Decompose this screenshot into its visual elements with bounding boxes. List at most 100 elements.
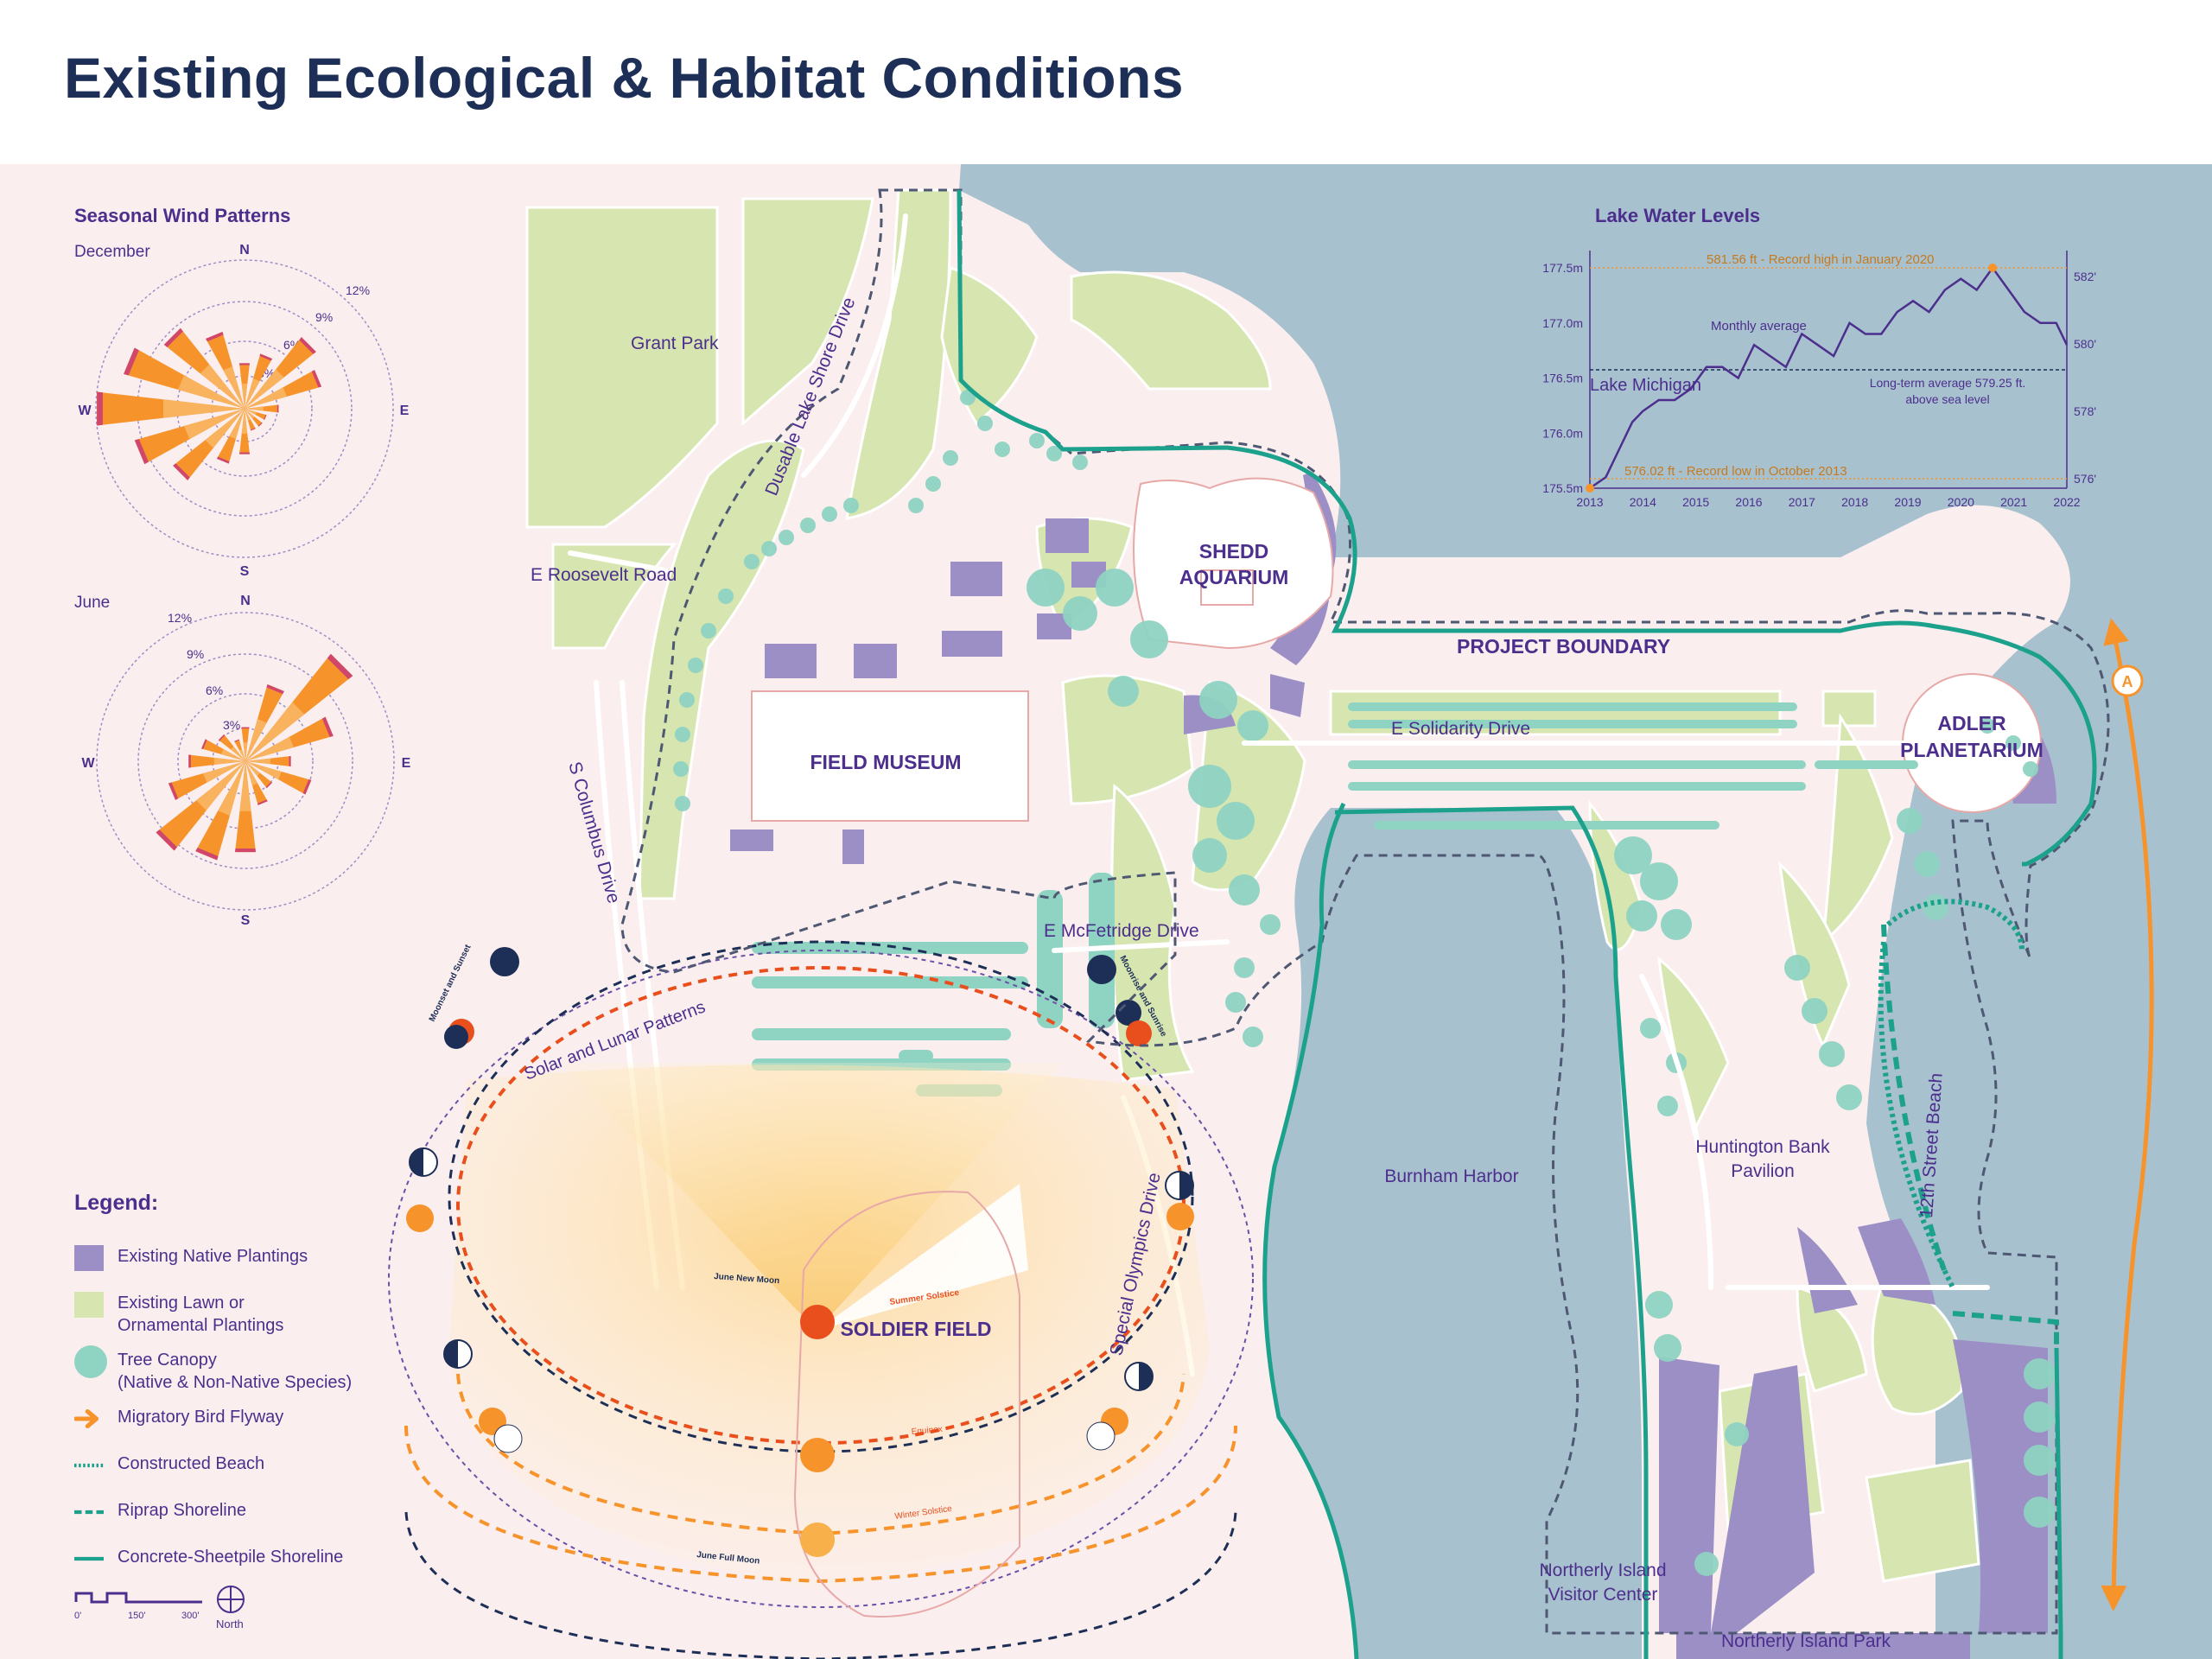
label-project-boundary: PROJECT BOUNDARY — [1457, 635, 1670, 658]
wind-petal-inner — [200, 364, 245, 409]
wind-petal-cap — [235, 848, 256, 853]
wind-petal-cap — [321, 716, 334, 737]
jun-ring-9: 9% — [187, 647, 204, 661]
tree-rows — [752, 702, 1918, 1096]
wind-petal-inner — [245, 406, 264, 411]
soldier-field-bowl — [793, 1191, 1020, 1618]
jun-south: S — [241, 913, 251, 928]
wind-petal-cap — [97, 391, 103, 426]
y-right-tick: 576' — [2074, 472, 2096, 486]
moon-icon — [493, 1424, 523, 1453]
wind-petal-inner — [184, 409, 245, 440]
label-adler-1: ADLER — [1937, 712, 2006, 734]
scale-zero: 0' — [74, 1611, 82, 1621]
bird-flyway — [2101, 618, 2154, 1611]
record-low-marker — [1586, 484, 1594, 493]
scale-mid: 150' — [128, 1611, 146, 1621]
x-year-tick: 2016 — [1735, 495, 1762, 509]
scale-bar-graphic — [74, 1592, 202, 1604]
label-mcfetridge: E McFetridge Drive — [1044, 921, 1199, 941]
solar-lunar-diagram: Solar and Lunar Patterns Moonset and Sun… — [388, 940, 1254, 1659]
wind-petal-inner — [241, 409, 248, 434]
wind-petal-cap — [251, 428, 256, 431]
wind-petal-cap — [195, 847, 219, 861]
wind-petal-inner — [230, 746, 245, 761]
label-huntington-2: Pavilion — [1731, 1161, 1795, 1181]
sun-icon — [800, 1438, 835, 1472]
y-right-tick: 582' — [2074, 270, 2096, 283]
riprap-line-swatch — [74, 1510, 104, 1515]
wind-petal-cap — [264, 415, 267, 420]
wind-petal-cap — [257, 422, 263, 427]
wind-petal-cap — [259, 353, 273, 361]
x-year-tick: 2014 — [1630, 495, 1656, 509]
wind-petal-cap — [276, 404, 279, 413]
dec-ring-12: 12% — [346, 283, 370, 297]
dec-ring-9: 9% — [315, 310, 333, 324]
beach-line-swatch — [74, 1463, 104, 1468]
average-label-1: Long-term average 579.25 ft. — [1870, 376, 2026, 390]
lake-michigan-label: Lake Michigan — [1590, 376, 1701, 395]
wind-petal-inner — [163, 399, 245, 418]
site-map: Solar and Lunar Patterns Moonset and Sun… — [0, 164, 2212, 1659]
legend: Legend: Existing Native Plantings Existi… — [74, 1191, 472, 1587]
lawn-swatch — [74, 1292, 104, 1318]
x-year-tick: 2017 — [1789, 495, 1815, 509]
moon-icon — [1087, 955, 1116, 984]
legend-riprap-label: Riprap Shoreline — [118, 1501, 246, 1520]
wind-petal-inner — [223, 366, 245, 409]
wind-petal-cap — [201, 739, 207, 749]
legend-native-label: Existing Native Plantings — [118, 1247, 308, 1266]
tree-canopy — [673, 390, 2055, 1576]
wind-petal-inner — [245, 761, 258, 785]
wind-petal-cap — [327, 653, 353, 680]
jun-ring-6: 6% — [206, 683, 223, 697]
concrete-shoreline-east — [2054, 1347, 2063, 1659]
wind-petal-inner — [221, 748, 245, 761]
record-high-label: 581.56 ft - Record high in January 2020 — [1707, 252, 1935, 267]
project-boundary — [620, 188, 2110, 1635]
section-marker — [2111, 664, 2144, 697]
wind-petal-inner — [239, 761, 251, 811]
wind-petal-inner — [229, 409, 245, 439]
label-adler-2: PLANETARIUM — [1900, 739, 2044, 761]
concrete-shoreline — [957, 189, 2097, 867]
sun-icon — [1166, 1203, 1194, 1230]
label-shedd-2: AQUARIUM — [1179, 566, 1289, 588]
legend-native: Existing Native Plantings — [74, 1240, 472, 1283]
jun-east: E — [402, 756, 411, 771]
label-burnham: Burnham Harbor — [1384, 1166, 1518, 1186]
wind-petal-cap — [289, 756, 291, 766]
wind-petal-inner — [241, 384, 248, 409]
scale-bar: 0' 150' 300' — [74, 1581, 204, 1633]
label-visitor-2: Visitor Center — [1548, 1585, 1658, 1605]
x-year-tick: 2015 — [1682, 495, 1709, 509]
moon-icon — [490, 947, 519, 976]
sun-icon — [800, 1522, 835, 1557]
wind-petal-cap — [241, 727, 250, 729]
concrete-shoreline-west — [1262, 802, 1359, 1659]
wind-petal-inner — [245, 409, 251, 421]
moon-icon — [444, 1025, 468, 1049]
wind-petal-inner — [245, 761, 282, 780]
y-left-tick: 176.5m — [1542, 372, 1583, 385]
label-roosevelt: E Roosevelt Road — [531, 565, 677, 585]
wind-petal-inner — [245, 761, 261, 777]
riprap-shoreline — [1881, 924, 2059, 1348]
scale-end: 300' — [181, 1611, 200, 1621]
label-huntington-1: Huntington Bank — [1695, 1137, 1830, 1157]
orbit-outer — [388, 950, 1254, 1608]
legend-title: Legend: — [74, 1191, 159, 1215]
wind-petal-cap — [206, 331, 224, 342]
legend-lawn-label: Existing Lawn or Ornamental Plantings — [118, 1294, 284, 1335]
wind-petal-inner — [213, 757, 245, 766]
legend-sheetpile: Concrete-Sheetpile Shoreline — [74, 1541, 472, 1584]
wind-heading: Seasonal Wind Patterns — [74, 205, 290, 226]
wind-petal-inner — [245, 369, 284, 409]
wind-petal-inner — [245, 758, 270, 765]
wind-petal-inner — [245, 736, 294, 761]
constructed-beach — [1878, 899, 2024, 1289]
